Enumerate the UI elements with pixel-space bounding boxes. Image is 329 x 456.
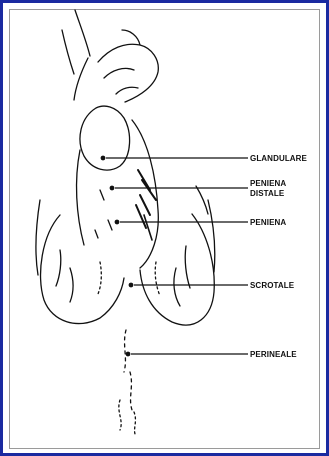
leader-lines bbox=[106, 158, 248, 354]
location-markers bbox=[101, 156, 134, 357]
label-perineale: PERINEALE bbox=[250, 350, 297, 359]
label-peniena-distale-line1: PENIENA bbox=[250, 179, 286, 188]
shaft-drawing bbox=[77, 106, 159, 268]
label-scrotale: SCROTALE bbox=[250, 281, 295, 290]
label-peniena: PENIENA bbox=[250, 218, 286, 227]
scrotum-drawing bbox=[36, 186, 215, 325]
label-peniena-distale-line2: DISTALE bbox=[250, 189, 285, 198]
marker-perineale bbox=[126, 352, 131, 357]
marker-peniena bbox=[115, 220, 120, 225]
marker-peniena-distale bbox=[110, 186, 115, 191]
hand-drawing bbox=[62, 10, 158, 102]
marker-glandulare bbox=[101, 156, 106, 161]
marker-scrotale bbox=[129, 283, 134, 288]
label-glandulare: GLANDULARE bbox=[250, 154, 308, 163]
perineum-drawing bbox=[119, 330, 136, 436]
